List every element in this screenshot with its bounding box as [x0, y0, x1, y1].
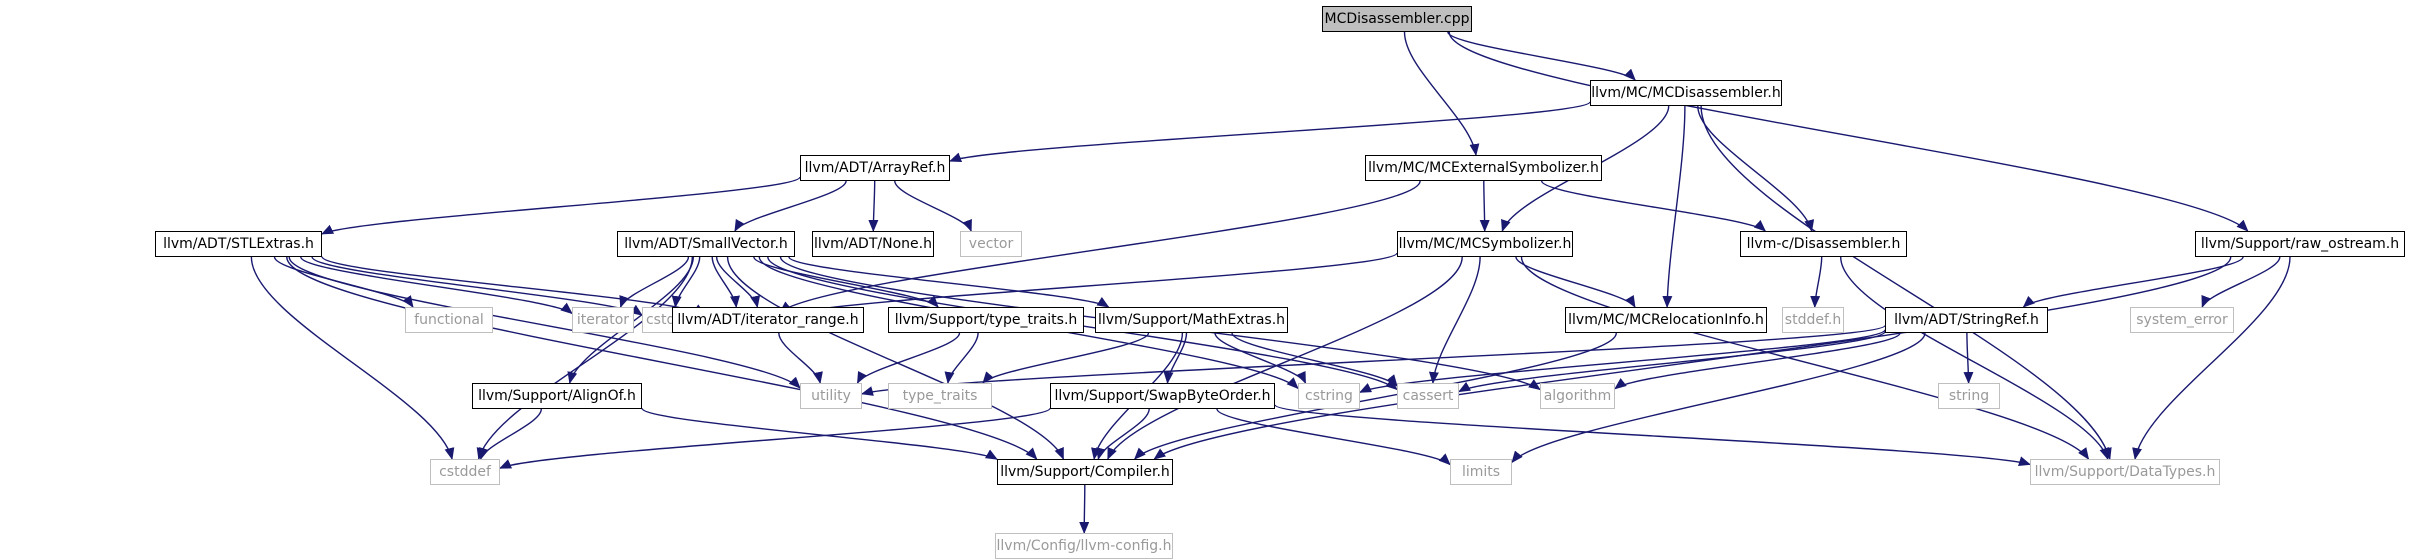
- node-string: string: [1938, 383, 2000, 409]
- node-functional: functional: [405, 307, 493, 333]
- node-smallvec[interactable]: llvm/ADT/SmallVector.h: [617, 231, 795, 257]
- node-cstddef: cstddef: [430, 459, 500, 485]
- edge-smallvec-to-compiler: [726, 256, 1065, 460]
- edge-mcsym-to-mcreloc: [1515, 256, 1636, 308]
- edge-mathextras-to-cassert: [1231, 332, 1398, 387]
- node-arrayref[interactable]: llvm/ADT/ArrayRef.h: [800, 155, 950, 181]
- node-datatypes: llvm/Support/DataTypes.h: [2030, 459, 2220, 485]
- node-c-disasm[interactable]: llvm-c/Disassembler.h: [1740, 231, 1907, 257]
- edge-root-to-raw_ostream: [1448, 31, 2249, 232]
- edge-stringref-to-cassert: [1458, 330, 1886, 393]
- node-typetraits-h[interactable]: llvm/Support/type_traits.h: [888, 307, 1084, 333]
- node-algorithm: algorithm: [1540, 383, 1615, 409]
- edge-smallvec-to-iter_range: [715, 256, 761, 308]
- edge-compiler-to-llvmconfig: [1079, 484, 1090, 534]
- node-cstring: cstring: [1298, 383, 1360, 409]
- node-type-traits: type_traits: [888, 383, 992, 409]
- node-limits: limits: [1450, 459, 1512, 485]
- node-cassert: cassert: [1397, 383, 1459, 409]
- edge-swapbyte-to-limits: [1216, 408, 1451, 466]
- edge-raw_ostream-to-stringref: [2022, 256, 2244, 308]
- edge-raw_ostream-to-system_error: [2201, 256, 2281, 308]
- edge-stringref-to-limits: [1511, 332, 1926, 464]
- node-compiler[interactable]: llvm/Support/Compiler.h: [997, 459, 1173, 485]
- edge-arrayref-to-smallvec: [734, 180, 847, 232]
- node-iter-range[interactable]: llvm/ADT/iterator_range.h: [672, 307, 864, 333]
- edge-mcextsym-to-c_disasm: [1541, 180, 1767, 232]
- node-utility: utility: [800, 383, 862, 409]
- edge-mcsym-to-datatypes: [1520, 256, 2090, 460]
- node-mcsym[interactable]: llvm/MC/MCSymbolizer.h: [1397, 231, 1573, 257]
- node-stddef-h: stddef.h: [1782, 307, 1844, 333]
- edge-mcdis_h-to-arrayref: [949, 101, 1591, 163]
- edge-smallvec-to-memory: [711, 256, 740, 308]
- edge-stlextras-to-iterator: [300, 256, 573, 315]
- node-mathextras[interactable]: llvm/Support/MathExtras.h: [1095, 307, 1288, 333]
- node-system-error: system_error: [2130, 307, 2234, 333]
- edge-layer: [250, 31, 2291, 534]
- edge-swapbyte-to-datatypes: [1274, 404, 2031, 466]
- node-root: MCDisassembler.cpp: [1322, 6, 1472, 32]
- edge-stringref-to-string: [1963, 332, 1974, 384]
- edge-mathextras-to-type_traits: [982, 332, 1150, 384]
- edge-typetraits_h-to-utility: [856, 332, 961, 384]
- edge-stringref-to-algorithm: [1614, 332, 1901, 390]
- edge-arrayref-to-vector: [894, 180, 972, 232]
- edge-root-to-mcextsym: [1403, 31, 1480, 156]
- edge-stlextras-to-utility: [288, 256, 801, 389]
- edge-iter_range-to-utility: [778, 332, 823, 384]
- node-raw-ostream[interactable]: llvm/Support/raw_ostream.h: [2195, 231, 2405, 257]
- node-mcextsym[interactable]: llvm/MC/MCExternalSymbolizer.h: [1365, 155, 1602, 181]
- edge-typetraits_h-to-type_traits: [944, 332, 979, 384]
- edge-mcextsym-to-memory: [779, 180, 1421, 313]
- edge-swapbyte-to-cstddef: [499, 407, 1051, 469]
- edge-raw_ostream-to-compiler: [1153, 256, 2232, 460]
- edge-smallvec-to-cstdlib: [671, 256, 701, 308]
- edge-mcdis_h-to-mcreloc: [1662, 105, 1686, 308]
- node-mcdis-h[interactable]: llvm/MC/MCDisassembler.h: [1590, 80, 1782, 106]
- edge-mcsym-to-compiler: [1107, 256, 1463, 460]
- node-iterator: iterator: [572, 307, 634, 333]
- node-stlextras[interactable]: llvm/ADT/STLExtras.h: [155, 231, 322, 257]
- edge-stringref-to-utility: [861, 324, 1886, 396]
- node-llvmconfig: llvm/Config/llvm-config.h: [995, 533, 1173, 559]
- edge-c_disasm-to-datatypes: [1840, 256, 2110, 460]
- node-vector: vector: [960, 231, 1022, 257]
- edge-smallvec-to-mathextras: [788, 256, 1110, 308]
- edge-swapbyte-to-compiler: [1096, 408, 1150, 460]
- edge-mathextras-to-swapbyte: [1163, 332, 1188, 384]
- edge-root-to-mcdis_h: [1447, 31, 1636, 81]
- edge-alignof-to-cstddef: [479, 408, 542, 460]
- edge-stlextras-to-compiler: [286, 256, 1038, 460]
- edge-smallvec-to-iterator: [619, 256, 690, 308]
- node-stringref[interactable]: llvm/ADT/StringRef.h: [1885, 307, 2048, 333]
- edge-mathextras-to-cstring: [1214, 332, 1307, 384]
- edge-arrayref-to-stlextras: [321, 176, 801, 235]
- edge-alignof-to-compiler: [641, 407, 998, 460]
- edge-mcdis_h-to-datatypes: [1700, 105, 2112, 460]
- node-swapbyte[interactable]: llvm/Support/SwapByteOrder.h: [1050, 383, 1275, 409]
- edge-mcsym-to-memory: [779, 252, 1398, 317]
- edge-mcsym-to-cassert: [1428, 256, 1481, 384]
- node-none[interactable]: llvm/ADT/None.h: [812, 231, 934, 257]
- node-alignof[interactable]: llvm/Support/AlignOf.h: [472, 383, 642, 409]
- edge-arrayref-to-none: [868, 180, 879, 232]
- edge-mcextsym-to-mcsym: [1479, 180, 1490, 232]
- edge-raw_ostream-to-datatypes: [2132, 256, 2291, 460]
- node-mcreloc[interactable]: llvm/MC/MCRelocationInfo.h: [1565, 307, 1767, 333]
- edge-c_disasm-to-stddef_h: [1810, 256, 1823, 308]
- edge-stlextras-to-cstddef: [250, 256, 455, 460]
- edge-stlextras-to-memory: [321, 255, 706, 315]
- edge-mcdis_h-to-c_disasm: [1697, 105, 1815, 232]
- edge-smallvec-to-cstddef: [476, 256, 693, 460]
